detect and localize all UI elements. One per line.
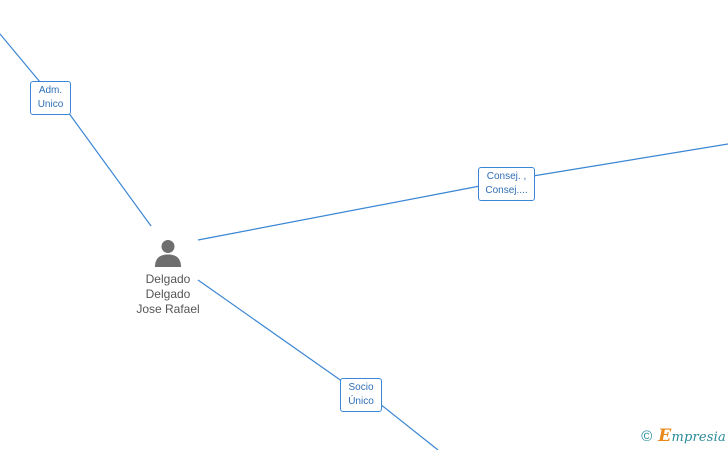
person-icon [155,240,181,267]
brand-logo-rest: mpresia [671,430,726,445]
person-name-line: Jose Rafael [136,302,200,316]
role-label-line: Único [348,396,374,407]
role-label-line: Socio [348,382,374,393]
person-name-line: Delgado [145,272,191,286]
role-label-adm-unico[interactable]: Adm. Unico [30,81,71,115]
edge-person-to-socio [197,279,347,385]
edge-socio-down [379,403,439,450]
role-label-line: Adm. [38,85,63,96]
edge-consej-right [532,143,728,177]
person-name-line: Delgado [145,287,191,301]
role-label-line: Consej.... [485,185,528,196]
role-label-socio-unico[interactable]: Socio Único [340,378,382,412]
edge-person-to-consej [197,185,481,241]
role-label-line: Unico [37,99,64,110]
role-label-consej[interactable]: Consej. , Consej.... [478,167,535,201]
watermark: © Empresia [641,426,726,446]
edge-adm-unico [0,33,41,83]
person-node[interactable]: Delgado Delgado Jose Rafael [120,238,216,317]
role-label-line: Consej. , [486,171,527,182]
brand-logo: Empresia [658,426,726,446]
brand-logo-initial: E [658,426,672,446]
copyright-icon: © [641,427,653,445]
person-name: Delgado Delgado Jose Rafael [120,272,216,317]
edge-adm-unico-to-person [67,111,152,227]
